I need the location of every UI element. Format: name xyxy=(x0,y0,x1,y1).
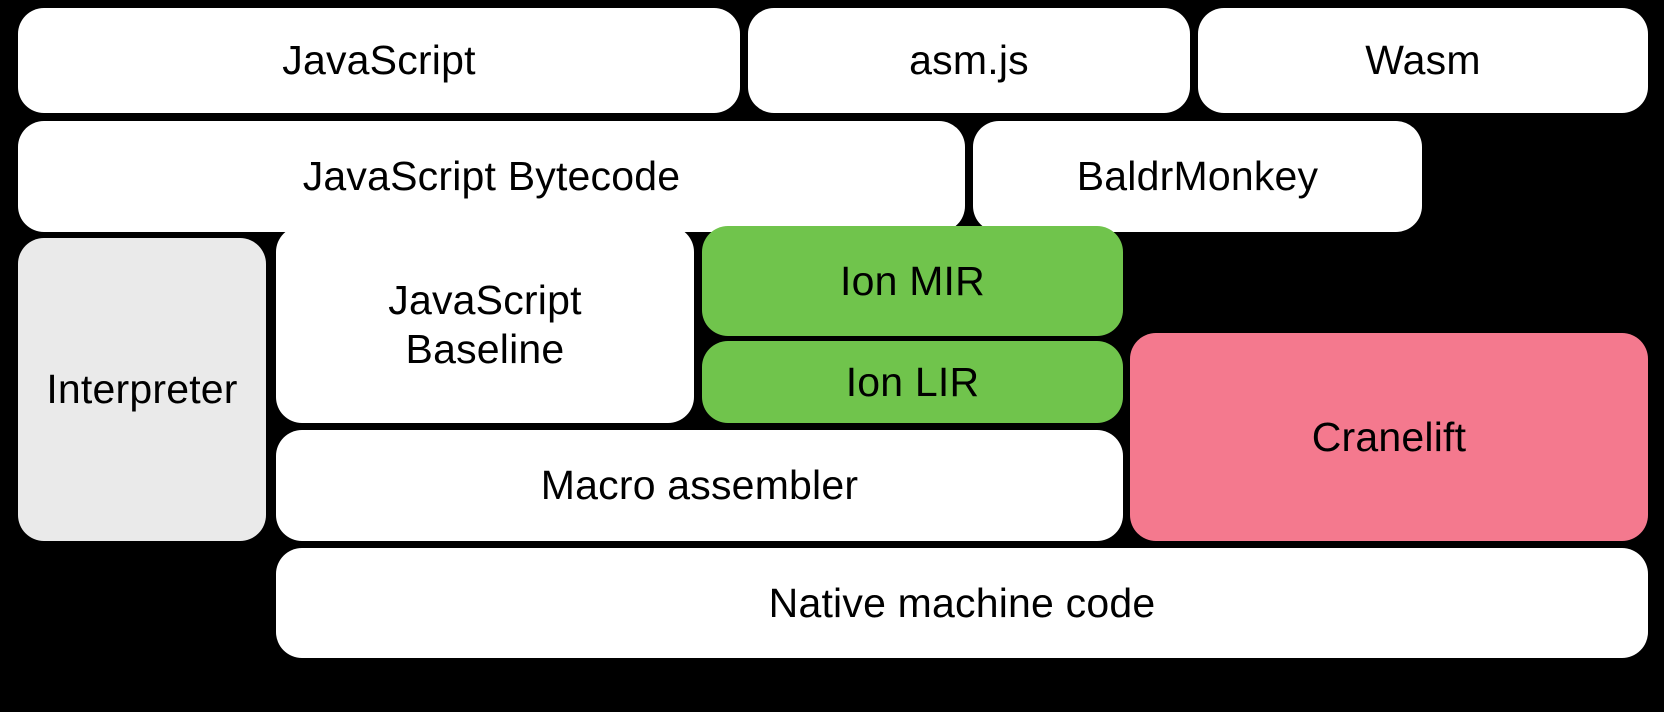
node-wasm[interactable]: Wasm xyxy=(1198,8,1648,113)
node-javascript-bytecode[interactable]: JavaScript Bytecode xyxy=(18,121,965,232)
node-macro-assembler-label: Macro assembler xyxy=(540,462,859,509)
node-cranelift[interactable]: Cranelift xyxy=(1130,333,1648,541)
node-baldrmonkey[interactable]: BaldrMonkey xyxy=(973,121,1422,232)
node-cranelift-label: Cranelift xyxy=(1311,413,1467,460)
node-javascript-bytecode-label: JavaScript Bytecode xyxy=(302,153,681,200)
node-interpreter-label: Interpreter xyxy=(46,366,238,413)
node-asm-js-label: asm.js xyxy=(909,37,1029,84)
node-wasm-label: Wasm xyxy=(1365,37,1481,84)
node-native-machine-code[interactable]: Native machine code xyxy=(276,548,1648,658)
node-ion-mir[interactable]: Ion MIR xyxy=(702,226,1123,336)
node-ion-mir-label: Ion MIR xyxy=(840,257,985,304)
node-native-machine-code-label: Native machine code xyxy=(768,579,1156,626)
node-macro-assembler[interactable]: Macro assembler xyxy=(276,430,1123,541)
node-asm-js[interactable]: asm.js xyxy=(748,8,1190,113)
node-javascript-baseline[interactable]: JavaScript Baseline xyxy=(276,226,694,423)
node-ion-lir-label: Ion LIR xyxy=(845,358,980,405)
node-javascript[interactable]: JavaScript xyxy=(18,8,740,113)
node-javascript-baseline-label: JavaScript Baseline xyxy=(388,277,582,372)
node-ion-lir[interactable]: Ion LIR xyxy=(702,341,1123,423)
node-javascript-label: JavaScript xyxy=(282,37,476,84)
node-baldrmonkey-label: BaldrMonkey xyxy=(1076,153,1319,200)
node-interpreter[interactable]: Interpreter xyxy=(18,238,266,541)
